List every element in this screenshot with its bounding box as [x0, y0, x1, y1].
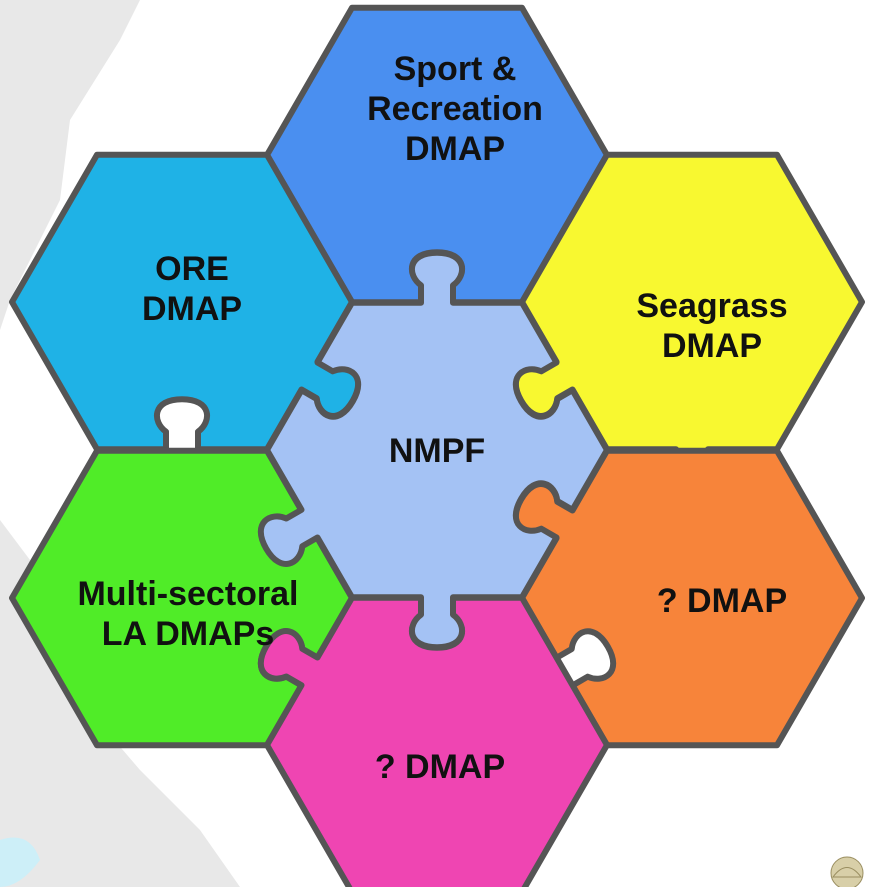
background-map-shape: [0, 0, 240, 887]
label-line: ? DMAP: [657, 582, 787, 620]
label-line: Multi-sectoral: [77, 575, 298, 613]
label-line: LA DMAPs: [102, 615, 275, 653]
label-center: NMPF: [389, 432, 485, 470]
label-line: ORE: [155, 250, 229, 288]
label-line: DMAP: [405, 130, 505, 168]
label-line: ? DMAP: [375, 748, 505, 786]
label-line: Sport &: [394, 50, 517, 88]
background-accent-shape: [0, 837, 40, 887]
label-bottom-right: ? DMAP: [657, 582, 787, 620]
puzzle-pieces: [9, 4, 865, 887]
puzzle-piece-center: [257, 249, 610, 651]
label-line: DMAP: [662, 327, 762, 365]
label-bottom: ? DMAP: [375, 748, 505, 786]
label-line: Seagrass: [636, 287, 787, 325]
label-line: DMAP: [142, 290, 242, 328]
corner-logo-icon: [830, 856, 864, 887]
label-line: Recreation: [367, 90, 543, 128]
label-line: NMPF: [389, 432, 485, 470]
